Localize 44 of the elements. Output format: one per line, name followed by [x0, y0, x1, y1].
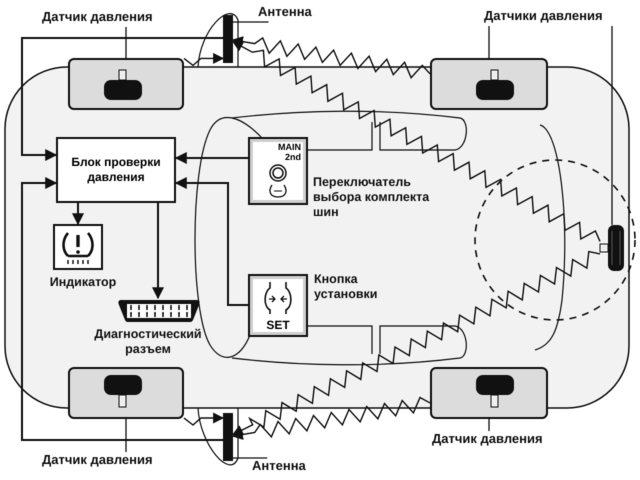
wheel-sensor-drawing	[68, 58, 184, 110]
wheel-sensor-drawing	[430, 58, 548, 110]
diagnostic-connector-icon	[117, 298, 201, 324]
wheel-sensor-drawing	[430, 367, 548, 419]
leader-line	[488, 419, 490, 431]
spare-tire-drawing	[600, 225, 624, 271]
caption-text: Диагностический разъем	[93, 327, 203, 357]
switch-panel	[248, 274, 308, 337]
switch-panel	[248, 137, 308, 205]
callout-label: Датчик давления	[432, 431, 562, 449]
wire-arrow	[21, 37, 223, 161]
callout-label: Антенна	[258, 4, 322, 22]
switch-label: 2nd	[284, 152, 301, 162]
leader-line	[125, 27, 127, 58]
wire-arrow	[174, 177, 248, 306]
leader-line	[611, 26, 613, 225]
caption-text: Кнопка установки	[314, 272, 378, 302]
wheel-sensor-drawing	[68, 367, 184, 419]
leader-line	[233, 457, 268, 459]
leader-line	[488, 26, 490, 58]
signal-arrow	[232, 36, 431, 79]
button-label: SET	[265, 319, 291, 332]
caption-text: Индикатор	[48, 275, 118, 290]
callout-label: Датчик давления	[42, 452, 172, 470]
wire-arrow	[72, 203, 84, 226]
signal-arrow	[232, 396, 430, 440]
callout-label: Датчики давления	[484, 8, 626, 26]
wire-arrow	[174, 152, 248, 164]
tire-pressure-warning-icon	[53, 224, 103, 270]
signal-arrow	[232, 250, 600, 436]
signal-arrow	[184, 412, 224, 426]
callout-label: Антенна	[252, 458, 316, 476]
control-unit-box: Блок проверки давления	[56, 137, 176, 203]
callout-label: Датчик давления	[42, 9, 172, 27]
antenna-bar	[223, 15, 233, 63]
caption-text: Переключатель выбора комплекта шин	[313, 175, 430, 220]
signal-arrow	[232, 41, 601, 242]
switch-label: MAIN	[278, 142, 301, 152]
antenna-bar	[223, 413, 233, 461]
leader-line	[125, 419, 127, 452]
wire-arrow	[152, 203, 164, 300]
signal-arrow	[184, 52, 224, 66]
leader-line	[233, 21, 269, 23]
wire-arrow	[21, 177, 223, 441]
